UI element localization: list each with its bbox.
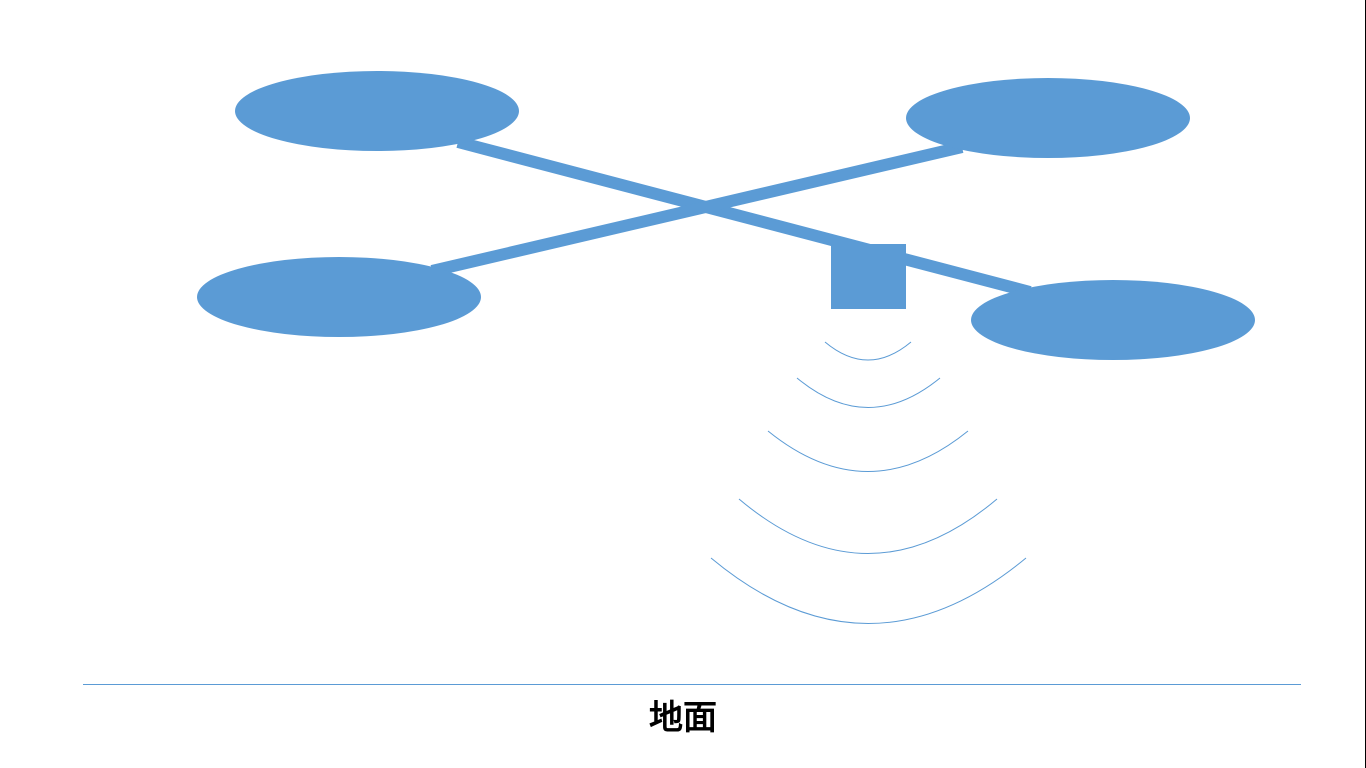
signal-wave-1: [824, 341, 912, 361]
signal-wave-4: [738, 498, 998, 554]
rotor-top-left: [235, 71, 519, 151]
drone-arm-diagonal-2: [430, 141, 964, 277]
ultrasonic-sensor: [831, 244, 906, 309]
rotor-top-right: [906, 78, 1190, 158]
ground-label: 地面: [649, 698, 717, 738]
signal-wave-3: [767, 430, 969, 472]
rotor-bottom-right: [971, 280, 1255, 360]
signal-waves: [710, 341, 1027, 624]
drone-arm-diagonal-1: [456, 136, 1032, 298]
rotor-bottom-left: [197, 257, 481, 337]
signal-wave-2: [796, 377, 941, 408]
signal-wave-5: [710, 557, 1027, 624]
